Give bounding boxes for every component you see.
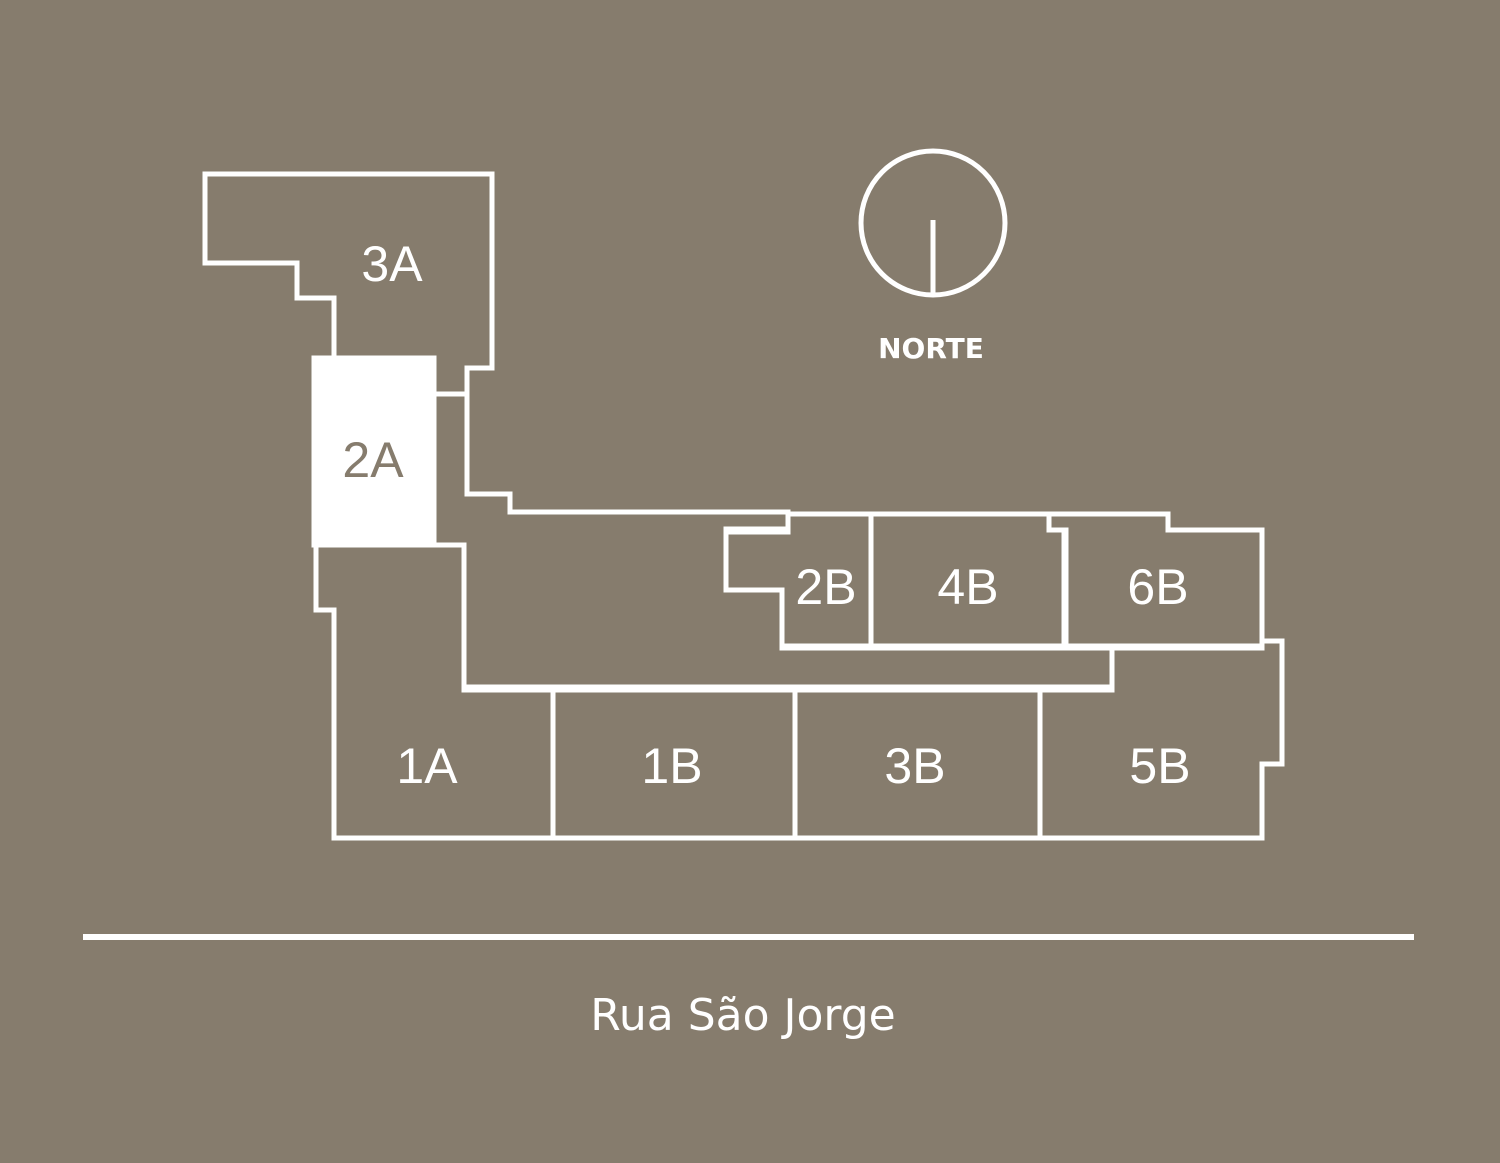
- unit-3b[interactable]: 3B: [792, 687, 1043, 841]
- unit-4b-label: 4B: [937, 559, 998, 615]
- unit-2a-shape: [311, 355, 437, 548]
- unit-6b-label: 6B: [1127, 559, 1188, 615]
- compass: NORTE: [858, 148, 1008, 365]
- unit-1a[interactable]: 1A: [313, 542, 556, 841]
- unit-2a-label: 2A: [342, 432, 404, 488]
- unit-2b-label: 2B: [795, 559, 856, 615]
- unit-6b-shape: [1046, 511, 1265, 649]
- unit-5b-shape: [1037, 638, 1285, 841]
- unit-1b-label: 1B: [641, 738, 702, 794]
- north-label: NORTE: [878, 332, 984, 365]
- unit-2b[interactable]: 2B: [723, 511, 874, 649]
- unit-5b-label: 5B: [1129, 738, 1190, 794]
- unit-5b[interactable]: 5B: [1037, 638, 1285, 841]
- unit-1b[interactable]: 1B: [550, 687, 798, 841]
- unit-3b-label: 3B: [884, 738, 945, 794]
- unit-3a-label: 3A: [361, 236, 423, 292]
- unit-4b[interactable]: 4B: [868, 511, 1067, 649]
- unit-1a-label: 1A: [396, 738, 458, 794]
- unit-2a[interactable]: 2A: [311, 355, 437, 548]
- unit-1a-shape: [313, 542, 556, 841]
- street-name: Rua São Jorge: [590, 990, 895, 1041]
- unit-6b[interactable]: 6B: [1046, 511, 1265, 649]
